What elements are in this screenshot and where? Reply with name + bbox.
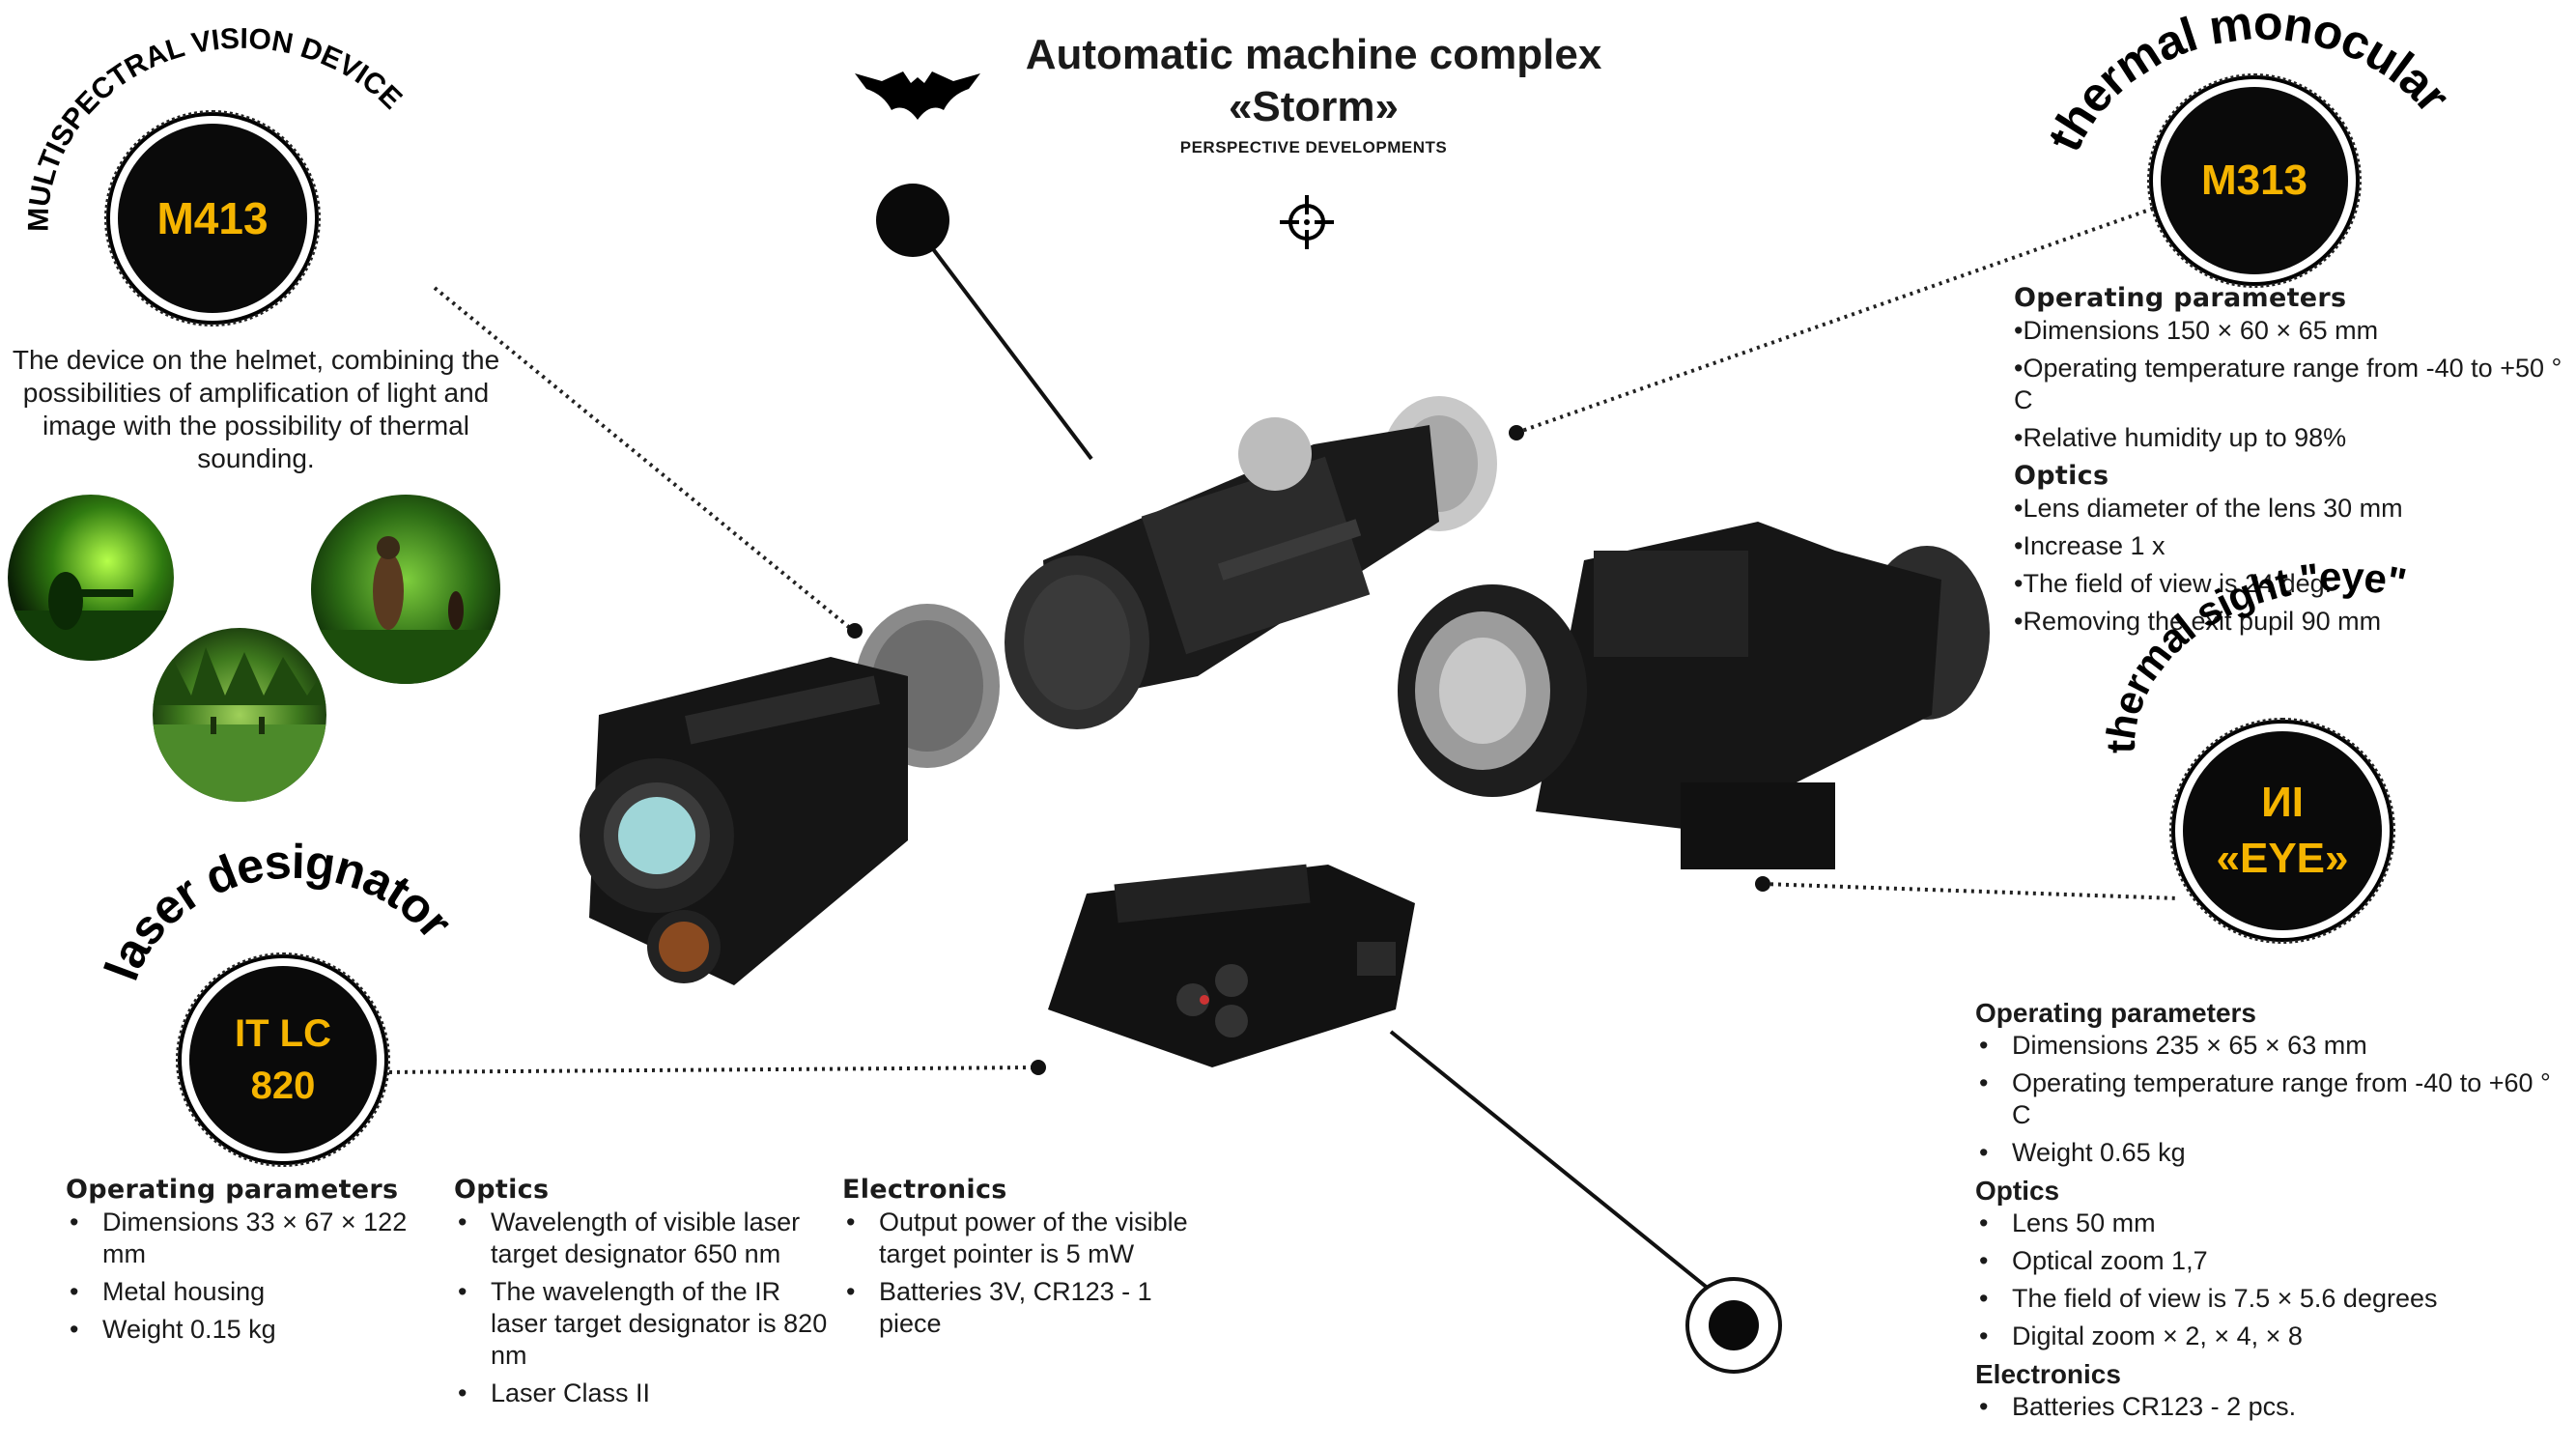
m313-connector-dot: [1509, 425, 1524, 440]
page-title: Automatic machine complex «Storm»: [966, 29, 1661, 133]
m313-optics-item: •The field of view is 24 deg.: [2014, 569, 2333, 598]
laser-electronics-specs: Electronics Output power of the visible …: [842, 1174, 1209, 1346]
laser-optics-item: The wavelength of the IR laser target de…: [454, 1276, 840, 1372]
title-line-2: «Storm»: [1228, 83, 1400, 130]
m313-operating-item: •Dimensions 150 × 60 × 65 mm: [2014, 316, 2379, 345]
laser-electronics-item: Output power of the visible target point…: [842, 1207, 1209, 1270]
laser-operating-heading: Operating parameters: [66, 1175, 399, 1205]
laser-optics-item: Wavelength of visible laser target desig…: [454, 1207, 840, 1270]
eye-optics-list: Lens 50 mm Optical zoom 1,7 The field of…: [1975, 1208, 2560, 1352]
eye-electronics-heading: Electronics: [1975, 1359, 2121, 1389]
laser-electronics-list: Output power of the visible target point…: [842, 1207, 1209, 1340]
laser-electronics-item: Batteries 3V, CR123 - 1 piece: [842, 1276, 1209, 1340]
m313-optics-list: •Lens diameter of the lens 30 mm •Increa…: [2014, 493, 2569, 638]
top-pointer-dot: [876, 184, 949, 257]
m313-badge-label: M313: [2200, 156, 2308, 204]
title-line-1: Automatic machine complex: [1025, 31, 1602, 78]
eye-specs: Operating parameters Dimensions 235 × 65…: [1975, 997, 2560, 1429]
eye-optics-item: The field of view is 7.5 × 5.6 degrees: [1975, 1283, 2560, 1315]
m313-operating-item: •Operating temperature range from -40 to…: [2014, 354, 2562, 414]
crosshair-icon: [1280, 195, 1334, 249]
eye-badge-line-2: «EYE»: [2216, 835, 2349, 882]
bottom-pointer-dot: [1709, 1300, 1759, 1350]
bottom-pointer-line: [1389, 1030, 1712, 1292]
eye-optics-heading: Optics: [1975, 1176, 2060, 1206]
m313-operating-heading: Operating parameters: [2014, 283, 2347, 313]
laser-connector-dot: [1031, 1060, 1046, 1075]
m313-specs: Operating parameters •Dimensions 150 × 6…: [2014, 282, 2569, 643]
laser-optics-heading: Optics: [454, 1175, 550, 1205]
m413-badge-label: M413: [156, 193, 269, 243]
eye-operating-list: Dimensions 235 × 65 × 63 mm Operating te…: [1975, 1030, 2560, 1169]
m313-optics-heading: Optics: [2014, 461, 2109, 491]
nv-photo-1: [8, 495, 174, 661]
laser-optics-specs: Optics Wavelength of visible laser targe…: [454, 1174, 840, 1415]
laser-operating-item: Metal housing: [66, 1276, 433, 1308]
m413-connector-dot: [847, 623, 863, 639]
eye-connector-dot: [1755, 876, 1770, 892]
m313-operating-item: •Relative humidity up to 98%: [2014, 423, 2347, 452]
m313-badge: M313: [2147, 73, 2362, 288]
bat-icon: [855, 71, 980, 120]
m413-device-image: [580, 604, 1000, 985]
eye-badge-line-1: ИІ: [2261, 779, 2304, 826]
eye-operating-item: Operating temperature range from -40 to …: [1975, 1067, 2560, 1131]
laser-badge: IT LC 820: [176, 952, 390, 1167]
eye-operating-item: Dimensions 235 × 65 × 63 mm: [1975, 1030, 2560, 1062]
top-pointer-line: [911, 220, 1093, 461]
nv-photo-3: [153, 628, 326, 802]
page-subtitle: PERSPECTIVE DEVELOPMENTS: [1179, 138, 1448, 156]
central-device-image: [1005, 396, 1497, 729]
m313-optics-item: •Increase 1 x: [2014, 531, 2166, 560]
laser-operating-item: Weight 0.15 kg: [66, 1314, 433, 1346]
laser-connector: [381, 1065, 1039, 1074]
eye-device-image: [1398, 522, 1990, 869]
laser-electronics-heading: Electronics: [842, 1175, 1007, 1205]
eye-electronics-list: Batteries CR123 - 2 pcs.: [1975, 1391, 2560, 1423]
eye-electronics-item: Batteries CR123 - 2 pcs.: [1975, 1391, 2560, 1423]
nv-photo-2: [311, 495, 500, 684]
eye-badge: ИІ «EYE»: [2169, 718, 2395, 944]
laser-operating-item: Dimensions 33 × 67 × 122 mm: [66, 1207, 433, 1270]
laser-device-image: [1048, 864, 1415, 1067]
laser-operating-list: Dimensions 33 × 67 × 122 mm Metal housin…: [66, 1207, 433, 1346]
m413-badge: M413: [104, 110, 321, 327]
laser-optics-item: Laser Class II: [454, 1378, 840, 1409]
eye-optics-item: Lens 50 mm: [1975, 1208, 2560, 1239]
eye-operating-item: Weight 0.65 kg: [1975, 1137, 2560, 1169]
m313-optics-item: •Removing the exit pupil 90 mm: [2014, 607, 2382, 636]
m313-operating-list: •Dimensions 150 × 60 × 65 mm •Operating …: [2014, 315, 2569, 454]
laser-badge-line-1: IT LC: [235, 1012, 331, 1055]
laser-badge-line-2: 820: [250, 1065, 316, 1107]
eye-optics-item: Optical zoom 1,7: [1975, 1245, 2560, 1277]
m413-description: The device on the helmet, combining the …: [12, 345, 500, 473]
laser-optics-list: Wavelength of visible laser target desig…: [454, 1207, 840, 1409]
eye-operating-heading: Operating parameters: [1975, 998, 2256, 1028]
eye-optics-item: Digital zoom × 2, × 4, × 8: [1975, 1321, 2560, 1352]
m313-optics-item: •Lens diameter of the lens 30 mm: [2014, 494, 2403, 523]
laser-operating-specs: Operating parameters Dimensions 33 × 67 …: [66, 1174, 433, 1351]
